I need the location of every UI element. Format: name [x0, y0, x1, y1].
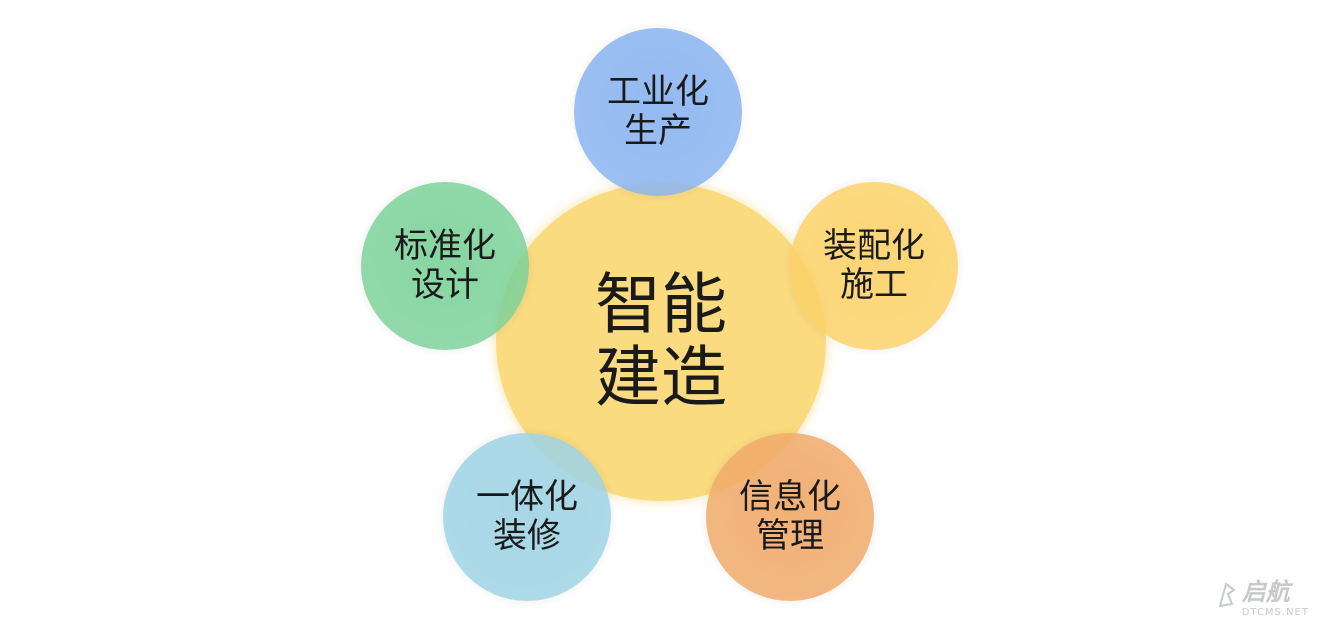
watermark-text: 启航: [1241, 578, 1290, 606]
sail-logo-icon: [1218, 582, 1236, 608]
node-label-line2: 设计: [411, 265, 479, 305]
node-label-line2: 施工: [840, 265, 908, 305]
node-industrialized-production: 工业化 生产: [574, 28, 742, 196]
node-label-line1: 工业化: [607, 71, 709, 112]
center-label-line1: 智能: [595, 266, 727, 344]
node-label-line2: 装修: [493, 516, 561, 556]
node-information-management: 信息化 管理: [706, 433, 874, 601]
node-label-line2: 生产: [624, 111, 692, 151]
node-assembled-construction: 装配化 施工: [790, 182, 958, 350]
node-label-line1: 装配化: [823, 225, 925, 266]
watermark-subtext: DTCMS.NET: [1241, 607, 1309, 618]
node-label-line1: 标准化: [394, 225, 496, 266]
watermark: 启航 DTCMS.NET: [1216, 572, 1309, 618]
center-label-line2: 建造: [595, 339, 727, 416]
node-label-line2: 管理: [756, 516, 824, 556]
node-label-line1: 一体化: [476, 476, 578, 517]
node-integrated-decoration: 一体化 装修: [443, 433, 611, 601]
node-label-line1: 信息化: [739, 476, 841, 517]
node-standardized-design: 标准化 设计: [361, 182, 529, 350]
